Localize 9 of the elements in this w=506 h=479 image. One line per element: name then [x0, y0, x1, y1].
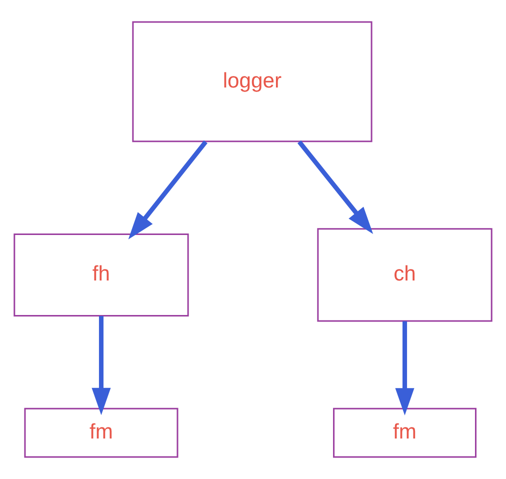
node-box: fh [14, 233, 189, 317]
node-box: logger [132, 21, 372, 142]
arrow [92, 316, 111, 416]
arrow [297, 140, 374, 234]
arrow [128, 140, 208, 240]
node-box: fm [24, 408, 178, 458]
node-box: ch [317, 228, 492, 322]
arrow [395, 321, 414, 416]
node-box: fm [333, 408, 476, 458]
